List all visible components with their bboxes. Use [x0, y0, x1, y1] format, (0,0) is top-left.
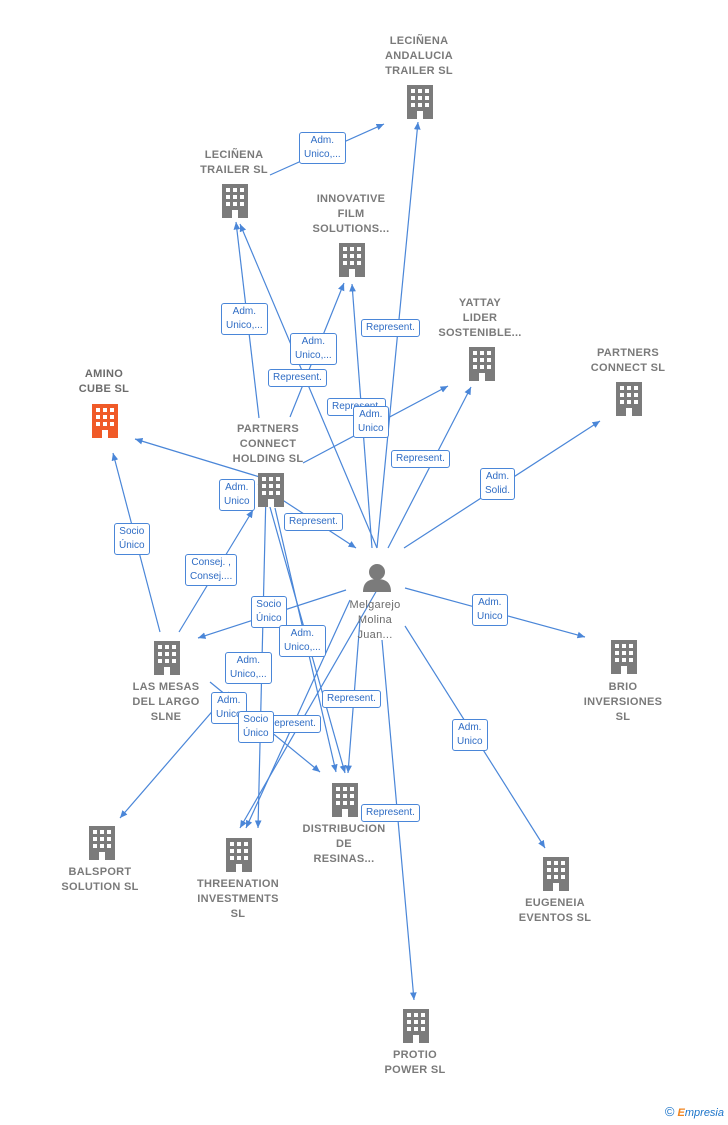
edge-label: Adm.Unico,... [279, 625, 326, 657]
building-icon-eugeneia[interactable] [543, 857, 569, 891]
building-icon-threenation[interactable] [226, 838, 252, 872]
company-label-partners-connect[interactable]: PARTNERS CONNECT SL [590, 347, 666, 374]
brand-logo-letter: E [677, 1107, 685, 1119]
edge-label: Consej. ,Consej.... [185, 554, 238, 586]
edge-label: Adm.Unico [219, 479, 255, 511]
edge-label: Represent. [322, 690, 381, 708]
brand-logo-text: mpresia [684, 1107, 724, 1119]
relationship-edge [239, 589, 378, 829]
person-label[interactable]: Melgarejo Molina Juan... [349, 599, 401, 641]
relationship-edge [245, 599, 351, 829]
company-label-yattay[interactable]: YATTAY LIDER SOSTENIBLE... [438, 297, 522, 339]
edge-label: Represent. [284, 513, 343, 531]
copyright-icon: © [664, 1104, 675, 1119]
nodes-layer [89, 85, 642, 1043]
company-label-balsport[interactable]: BALSPORT SOLUTION SL [61, 866, 139, 893]
company-label-threenation[interactable]: THREENATION INVESTMENTS SL [197, 878, 279, 920]
company-label-distribucion[interactable]: DISTRIBUCION DE RESINAS... [302, 823, 386, 865]
building-icon-yattay[interactable] [469, 347, 495, 381]
building-icon-protio[interactable] [403, 1009, 429, 1043]
edge-label: Represent. [268, 369, 327, 387]
relationship-edge [119, 691, 230, 819]
company-label-lecinena-andalucia[interactable]: LECIÑENA ANDALUCIA TRAILER SL [384, 35, 454, 77]
edge-label: Adm.Unico,... [225, 652, 272, 684]
edge-label: Represent. [361, 319, 420, 337]
company-label-eugeneia[interactable]: EUGENEIA EVENTOS SL [518, 897, 592, 924]
edge-label: Adm.Unico [472, 594, 508, 626]
company-label-lecinena-trailer[interactable]: LECIÑENA TRAILER SL [200, 149, 268, 176]
building-icon-innovative-film[interactable] [339, 243, 365, 277]
building-icon-partners-connect-holding[interactable] [258, 473, 284, 507]
company-label-innovative-film[interactable]: INNOVATIVE FILM SOLUTIONS... [312, 193, 390, 235]
building-icon-balsport[interactable] [89, 826, 115, 860]
building-icon-las-mesas[interactable] [154, 641, 180, 675]
company-label-amino-cube[interactable]: AMINO CUBE SL [78, 368, 130, 395]
building-icon-lecinena-andalucia[interactable] [407, 85, 433, 119]
building-icon-brio[interactable] [611, 640, 637, 674]
edge-label: Adm.Unico,... [299, 132, 346, 164]
edge-label: Represent. [391, 450, 450, 468]
building-icon-amino-cube[interactable] [92, 404, 118, 438]
edge-label: Adm.Unico [353, 406, 389, 438]
relationship-edge [134, 437, 264, 479]
company-label-brio[interactable]: BRIO INVERSIONES SL [583, 681, 663, 723]
company-label-las-mesas[interactable]: LAS MESAS DEL LARGO SLNE [132, 681, 200, 723]
company-label-partners-connect-holding[interactable]: PARTNERS CONNECT HOLDING SL [232, 423, 304, 465]
company-label-protio[interactable]: PROTIO POWER SL [384, 1049, 446, 1076]
footer-brand: © Empresia [665, 1104, 724, 1119]
building-icon-partners-connect[interactable] [616, 382, 642, 416]
building-icon-distribucion[interactable] [332, 783, 358, 817]
person-icon[interactable] [363, 564, 391, 592]
building-icon-lecinena-trailer[interactable] [222, 184, 248, 218]
edge-label: Adm.Unico,... [221, 303, 268, 335]
edge-label: Adm.Unico [452, 719, 488, 751]
edge-label: Adm.Unico,... [290, 333, 337, 365]
edge-label: Represent. [361, 804, 420, 822]
edge-label: Adm.Solid. [480, 468, 516, 500]
